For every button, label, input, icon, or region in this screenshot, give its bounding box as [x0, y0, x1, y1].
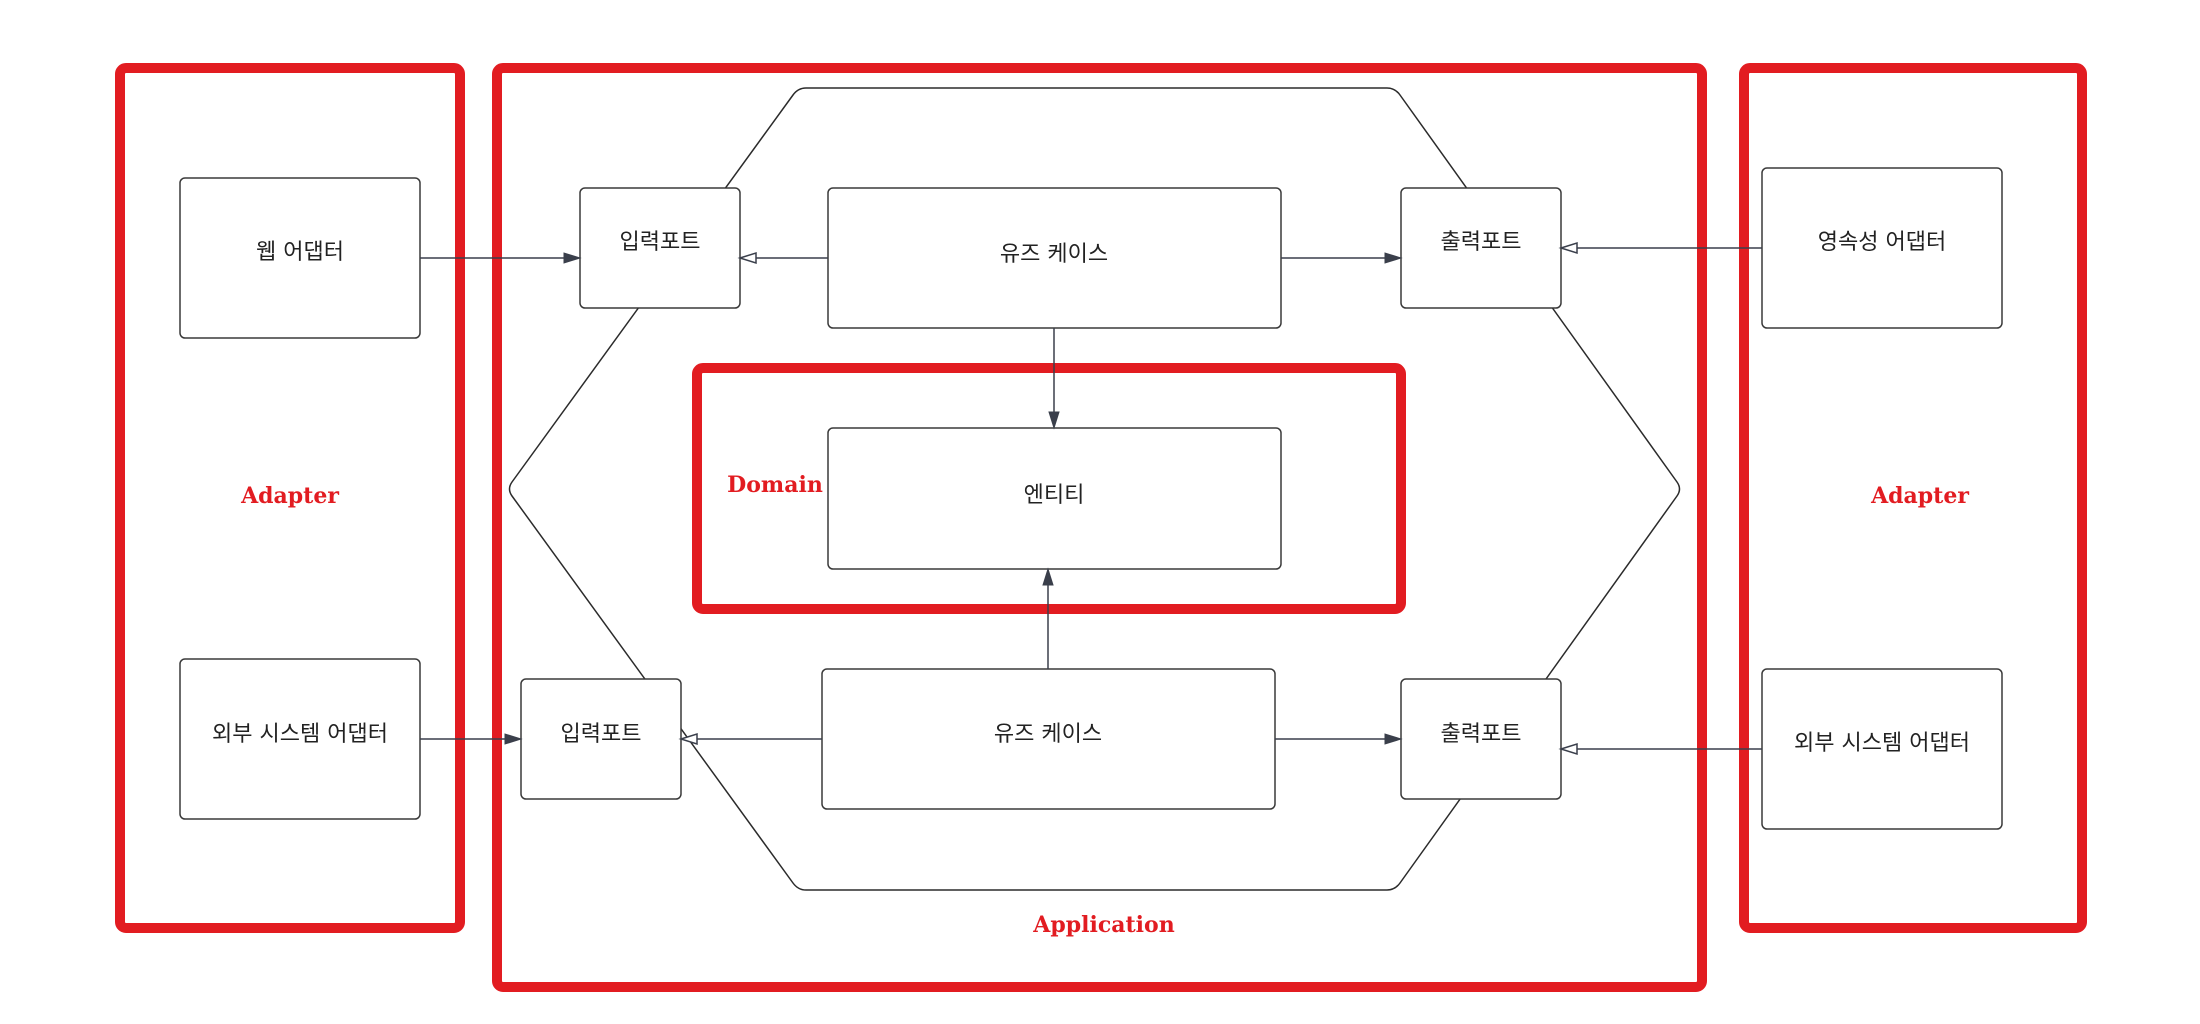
input-port-top-label: 입력포트: [620, 230, 701, 255]
application-hexagon: [508, 87, 1681, 891]
input-port-bottom-node[interactable]: 입력포트: [520, 678, 682, 800]
entity-node[interactable]: 엔티티: [827, 427, 1282, 570]
edge-use-case-top-to-entity: [1048, 328, 1060, 430]
use-case-bottom-label: 유즈 케이스: [994, 722, 1102, 747]
edge-external-adapter-left-to-input-port-bottom: [420, 733, 523, 745]
input-port-top-node[interactable]: 입력포트: [579, 187, 741, 309]
persistence-adapter-label: 영속성 어댑터: [1818, 230, 1946, 255]
edge-use-case-bottom-to-entity: [1042, 567, 1054, 669]
edge-external-adapter-right-to-output-port-bottom: [1558, 742, 1762, 756]
output-port-bottom-node[interactable]: 출력포트: [1400, 678, 1562, 800]
use-case-top-node[interactable]: 유즈 케이스: [827, 187, 1282, 329]
web-adapter-node[interactable]: 웹 어댑터: [179, 177, 421, 339]
application-label: Application: [1032, 912, 1174, 938]
domain-label: Domain: [727, 472, 823, 498]
edge-persistence-adapter-to-output-port-top: [1558, 241, 1762, 255]
output-port-top-node[interactable]: 출력포트: [1400, 187, 1562, 309]
external-system-adapter-left-node[interactable]: 외부 시스템 어댑터: [179, 658, 421, 820]
use-case-bottom-node[interactable]: 유즈 케이스: [821, 668, 1276, 810]
persistence-adapter-node[interactable]: 영속성 어댑터: [1761, 167, 2003, 329]
left-adapter-frame: [115, 63, 465, 933]
right-adapter-label: Adapter: [1870, 483, 1969, 509]
edge-use-case-top-to-input-port-top: [737, 251, 828, 265]
external-system-adapter-right-label: 외부 시스템 어댑터: [1794, 731, 1970, 756]
web-adapter-label: 웹 어댑터: [256, 240, 344, 265]
use-case-top-label: 유즈 케이스: [1000, 242, 1108, 267]
edge-use-case-bottom-to-output-port-bottom: [1275, 733, 1403, 745]
domain-frame: [692, 363, 1406, 614]
edge-use-case-bottom-to-input-port-bottom: [678, 732, 822, 746]
entity-label: 엔티티: [1024, 483, 1085, 508]
output-port-bottom-label: 출력포트: [1441, 722, 1522, 747]
edge-use-case-top-to-output-port-top: [1281, 252, 1403, 264]
left-adapter-label: Adapter: [240, 483, 339, 509]
application-frame: [492, 63, 1707, 992]
input-port-bottom-label: 입력포트: [561, 722, 642, 747]
external-system-adapter-left-label: 외부 시스템 어댑터: [212, 722, 388, 747]
output-port-top-label: 출력포트: [1441, 230, 1522, 255]
external-system-adapter-right-node[interactable]: 외부 시스템 어댑터: [1761, 668, 2003, 830]
edge-web-adapter-to-input-port-top: [420, 252, 582, 264]
right-adapter-frame: [1739, 63, 2087, 933]
